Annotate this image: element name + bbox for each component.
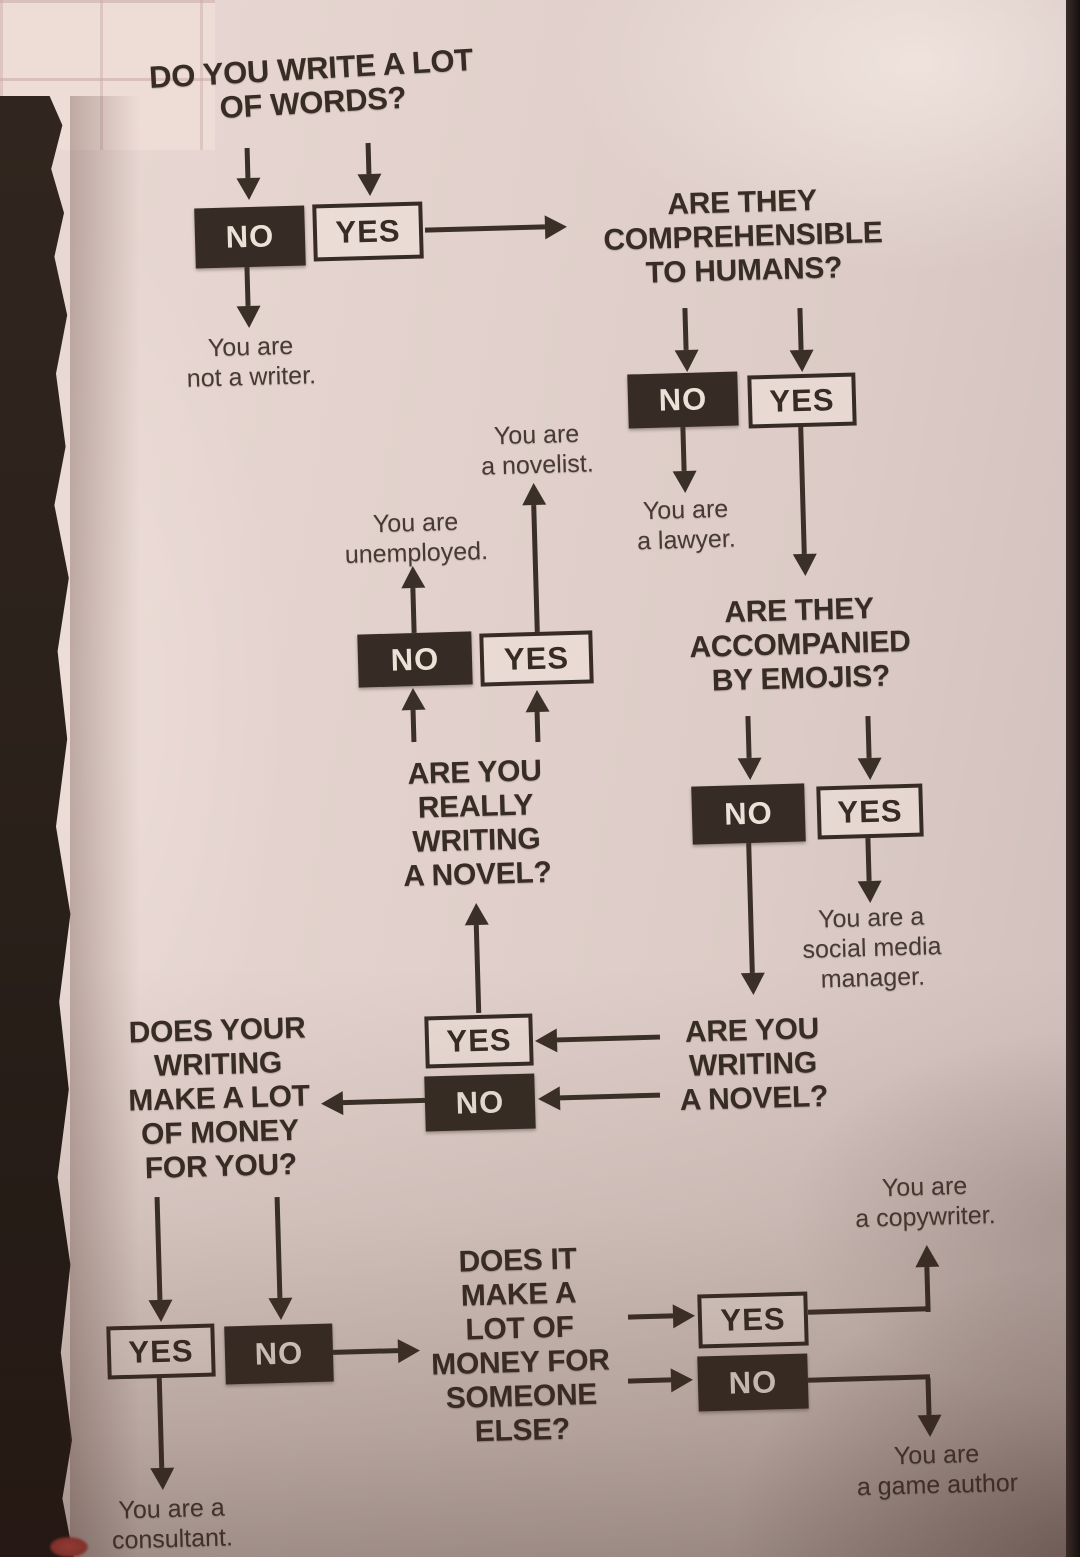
question-comprehensible: ARE THEY COMPREHENSIBLE TO HUMANS? — [602, 183, 883, 290]
arrow-emojis-to-no3 — [745, 715, 752, 759]
arrow-yes6-to-consultant — [156, 1377, 165, 1469]
background-right-edge — [1066, 0, 1080, 1557]
arrow-no7-elbow-horizontal — [807, 1374, 931, 1383]
outcome-novelist: You are a novelist. — [480, 419, 595, 481]
arrow-no4-to-unemployed — [410, 587, 417, 634]
arrow-yes4-to-novelist — [531, 504, 540, 633]
question-money-for-you: DOES YOUR WRITING MAKE A LOT OF MONEY FO… — [127, 1011, 311, 1186]
arrow-comprehensible-to-yes2 — [797, 307, 804, 351]
arrow-really-novel-to-yes4 — [534, 711, 541, 743]
answer-yes-money-else: YES — [697, 1291, 809, 1349]
arrow-money-else-to-no7 — [627, 1377, 672, 1384]
arrow-no1-to-not-writer — [244, 266, 251, 307]
answer-no-write-lot: NO — [194, 205, 306, 269]
answer-yes-money-you: YES — [106, 1323, 216, 1380]
arrow-yes5-to-really-novel — [473, 924, 482, 1014]
outcome-social-media-manager: You are a social media manager. — [802, 902, 942, 994]
answer-no-money-you: NO — [224, 1323, 334, 1385]
book-edge-dark — [0, 96, 74, 1557]
answer-yes-emojis: YES — [816, 783, 924, 840]
question-emojis: ARE THEY ACCOMPANIED BY EMOJIS? — [688, 591, 911, 698]
arrow-yes3-to-social-media — [865, 837, 872, 882]
answer-yes-write-lot: YES — [312, 201, 424, 262]
outcome-lawyer: You are a lawyer. — [636, 494, 737, 556]
arrow-comprehensible-to-no2 — [682, 307, 689, 351]
outcome-copywriter: You are a copywriter. — [854, 1171, 996, 1233]
question-money-someone-else: DOES IT MAKE A LOT OF MONEY FOR SOMEONE … — [430, 1242, 611, 1449]
arrow-really-novel-to-no4 — [410, 709, 417, 743]
question-writing-novel: ARE YOU WRITING A NOVEL? — [679, 1012, 829, 1118]
answer-yes-writing-novel: YES — [424, 1013, 534, 1069]
arrow-yes7-to-copywriter — [924, 1266, 931, 1313]
answer-yes-really-novel: YES — [479, 630, 594, 687]
outcome-not-a-writer: You are not a writer. — [186, 331, 317, 393]
arrow-yes7-elbow-horizontal — [807, 1306, 930, 1315]
outcome-game-author: You are a game author — [856, 1439, 1019, 1502]
arrow-emojis-to-yes3 — [865, 715, 872, 759]
answer-no-emojis: NO — [691, 783, 806, 845]
answer-yes-comprehensible: YES — [747, 372, 857, 429]
arrow-yes2-to-emojis — [798, 426, 807, 555]
question-write-a-lot: DO YOU WRITE A LOT OF WORDS? — [148, 42, 474, 126]
arrow-no2-to-lawyer — [680, 426, 687, 472]
answer-no-comprehensible: NO — [627, 371, 739, 429]
question-really-writing-novel: ARE YOU REALLY WRITING A NOVEL? — [402, 754, 552, 894]
arrow-yes1-to-comprehensible — [424, 224, 546, 233]
outcome-unemployed: You are unemployed. — [344, 507, 489, 569]
arrow-no6-to-money-else — [332, 1348, 399, 1355]
answer-no-writing-novel: NO — [424, 1073, 536, 1132]
arrow-title-to-yes1 — [365, 142, 372, 175]
arrow-no5-to-money-you — [342, 1097, 426, 1106]
outcome-consultant: You are a consultant. — [111, 1493, 234, 1555]
answer-no-money-else: NO — [697, 1353, 809, 1412]
arrow-money-else-to-yes7 — [627, 1313, 674, 1320]
arrow-money-you-to-no6 — [274, 1196, 283, 1299]
answer-no-really-novel: NO — [357, 631, 473, 688]
arrow-no3-to-writing-novel — [746, 842, 755, 974]
arrow-title-to-no1 — [244, 147, 251, 179]
arrow-no7-to-game-author — [925, 1377, 932, 1416]
arrow-money-you-to-yes6 — [154, 1196, 163, 1301]
